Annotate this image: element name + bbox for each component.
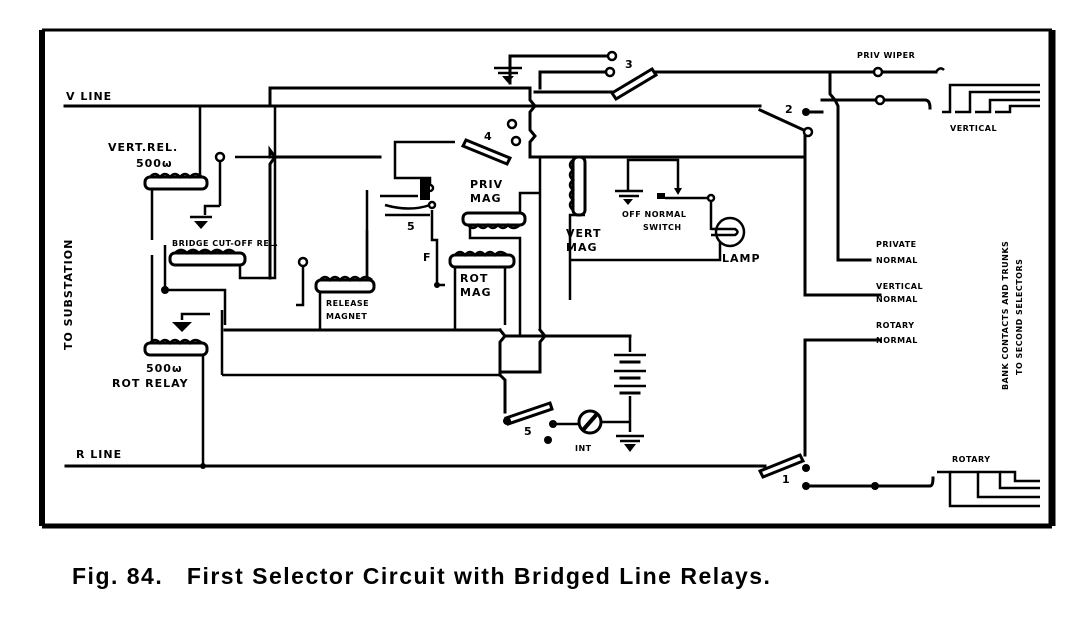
off-normal-switch (615, 158, 716, 230)
rot-mag-label-2: MAG (460, 286, 492, 299)
bridge-cutoff-relay (161, 106, 277, 325)
priv-wiper-label: PRIV WIPER (857, 51, 915, 60)
lamp-icon (711, 216, 746, 248)
contact-1 (757, 338, 935, 490)
contact-f-label: F (423, 251, 431, 264)
battery-icon (614, 336, 646, 432)
contact-5-lower-label: 5 (524, 425, 532, 438)
contact-2-label: 2 (785, 103, 793, 116)
private-magnet (461, 191, 540, 335)
priv-mag-label-1: PRIV (470, 178, 503, 191)
rot-rel-ohms: 500ω (146, 362, 183, 375)
lamp-label: LAMP (722, 252, 761, 265)
rotary-normal-label-2: NORMAL (876, 336, 918, 345)
diagram-frame (39, 28, 1056, 529)
contact-3-label: 3 (625, 58, 633, 71)
bridge-cutoff-label: BRIDGE CUT-OFF REL. (172, 239, 278, 248)
ground-icon (172, 312, 210, 332)
ground-icon (616, 434, 644, 452)
bank-wiring (803, 66, 945, 342)
figure-caption: Fig. 84. First Selector Circuit with Bri… (72, 563, 771, 589)
release-magnet-label-1: RELEASE (326, 299, 369, 308)
ground-icon (190, 215, 212, 229)
off-normal-label-1: OFF NORMAL (622, 210, 686, 219)
bank-contacts-label-2: TO SECOND SELECTORS (1015, 259, 1024, 375)
vert-mag-label-2: MAG (566, 241, 598, 254)
rot-mag-label-1: ROT (460, 272, 488, 285)
r-line-label: R LINE (76, 448, 122, 461)
contact-5-lower (503, 401, 580, 444)
vert-rel-ohms: 500ω (136, 157, 173, 170)
contact-3 (508, 50, 832, 102)
vertical-normal-label-1: VERTICAL (876, 282, 923, 291)
contact-5-upper-label: 5 (407, 220, 415, 233)
release-contact-5 (365, 157, 439, 290)
to-substation-label: TO SUBSTATION (62, 239, 75, 350)
vertical-magnet (538, 155, 722, 330)
rotary-normal-label-1: ROTARY (876, 321, 915, 330)
contact-2 (613, 104, 824, 297)
release-magnet-label-2: MAGNET (326, 312, 367, 321)
release-magnet (296, 230, 376, 330)
ground-icon (494, 66, 522, 83)
priv-mag-label-2: MAG (470, 192, 502, 205)
rotary-bank-label: ROTARY (952, 455, 991, 464)
contact-1-label: 1 (782, 473, 790, 486)
rotary-relay (143, 255, 500, 469)
rot-relay-label: ROT RELAY (112, 377, 189, 390)
vertical-relay (143, 106, 226, 240)
private-normal-label-2: NORMAL (876, 256, 918, 265)
rotary-bank-icon (937, 470, 1040, 508)
interrupter-icon (577, 409, 630, 435)
rotary-magnet (434, 250, 516, 330)
vertical-normal-label-2: NORMAL (876, 295, 918, 304)
vert-mag-label-1: VERT (566, 227, 602, 240)
contact-4-label: 4 (484, 130, 492, 143)
vertical-bank-label: VERTICAL (950, 124, 997, 133)
vertical-bank-icon (942, 83, 1040, 114)
bank-contacts-label-1: BANK CONTACTS AND TRUNKS (1001, 241, 1010, 390)
private-normal-label-1: PRIVATE (876, 240, 917, 249)
upper-feeders (268, 86, 807, 280)
v-line-label: V LINE (66, 90, 112, 103)
contact-4 (393, 118, 522, 166)
central-bus (223, 327, 632, 414)
off-normal-label-2: SWITCH (643, 223, 682, 232)
int-label: INT (575, 444, 592, 453)
vert-rel-label: VERT.REL. (108, 141, 178, 154)
